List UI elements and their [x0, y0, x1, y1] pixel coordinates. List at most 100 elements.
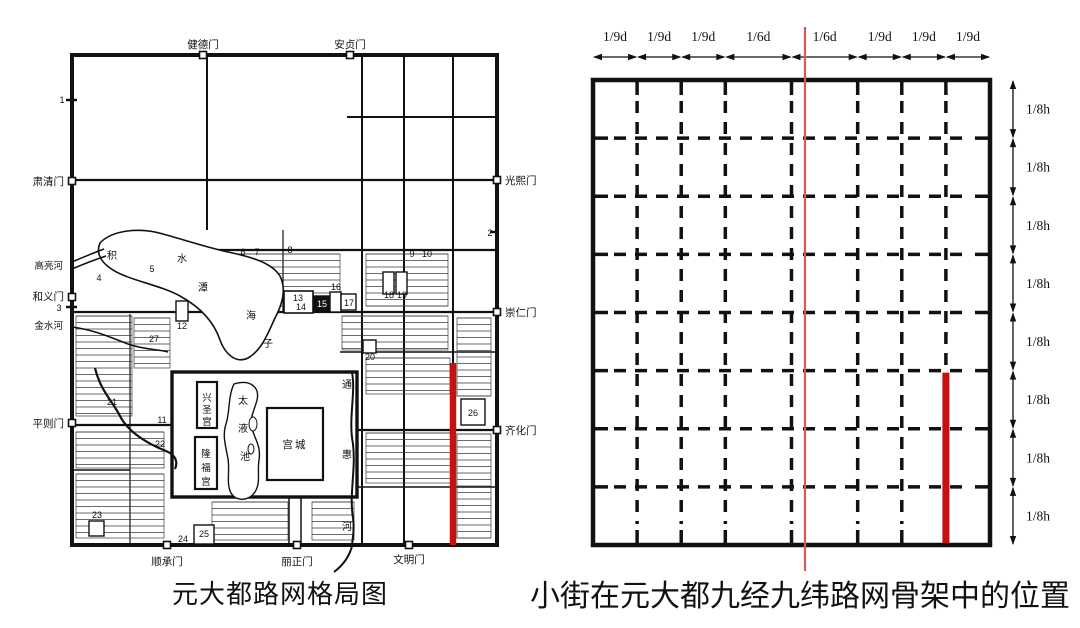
gate-label: 光熙门 — [505, 174, 537, 187]
site-number: 23 — [92, 510, 102, 520]
arrowhead-right — [936, 53, 946, 61]
gate-label: 丽正门 — [281, 555, 313, 568]
parcel-outline — [341, 315, 449, 351]
arrowhead-left — [945, 53, 955, 61]
gate-marker — [404, 540, 414, 550]
parcel-outline — [211, 501, 289, 541]
site-box — [175, 300, 189, 322]
gate-label: 齐化门 — [505, 424, 537, 437]
arrowhead-up — [1009, 486, 1017, 496]
parcel-hatch — [75, 473, 165, 539]
site-number: 21 — [107, 397, 117, 407]
palace-宫城 — [265, 406, 325, 482]
site-box — [193, 524, 215, 545]
water-label: 池 — [240, 450, 250, 463]
gate-marker — [67, 292, 77, 302]
gate-marker — [67, 176, 77, 186]
water-label: 水 — [177, 253, 187, 265]
arrowhead-down — [1009, 536, 1017, 545]
site-number: 8 — [287, 245, 292, 255]
parcel-hatch — [365, 432, 453, 484]
left-map-caption: 元大都路网格局图 — [171, 579, 388, 609]
dimension-label-side: 1/8h — [1026, 160, 1050, 175]
dimension-label-side: 1/8h — [1026, 392, 1050, 407]
water-label: 惠 — [342, 448, 352, 461]
parcel-hatch — [456, 317, 492, 397]
arrowhead-up — [1009, 138, 1017, 148]
parcel-outline — [456, 433, 492, 539]
gate-marker — [292, 540, 302, 550]
site-number: 2 — [487, 228, 492, 238]
site-number: 5 — [149, 264, 154, 274]
river-label: 金水河 — [34, 320, 63, 332]
site-number: 3 — [56, 303, 61, 313]
parcel-hatch — [365, 357, 451, 395]
site-number: 15 — [317, 299, 327, 309]
dimension-label-side: 1/8h — [1026, 508, 1050, 523]
water-label: 积 — [107, 250, 117, 262]
arrowhead-down — [1009, 361, 1017, 371]
dimension-label-side: 1/8h — [1026, 450, 1050, 465]
dimension-label-top: 1/9d — [912, 29, 936, 44]
dimension-label-side: 1/8h — [1026, 276, 1050, 291]
palace-label: 圣 — [202, 405, 212, 416]
parcel-outline — [365, 253, 449, 307]
gaoliang-river-1 — [71, 248, 105, 263]
site-number: 25 — [199, 529, 209, 539]
parcel-hatch — [311, 501, 355, 541]
arrowhead-right — [672, 53, 682, 61]
dimension-label-top: 1/6d — [813, 29, 837, 44]
water-label: 河 — [342, 521, 352, 533]
site-number: 1 — [59, 95, 64, 105]
lake-jishuitan — [97, 229, 285, 361]
palace-label: 兴 — [202, 393, 212, 404]
arrowhead-right — [848, 53, 858, 61]
site-number: 18 — [384, 290, 394, 300]
parcel-hatch — [456, 433, 492, 539]
arrowhead-down — [1009, 245, 1017, 255]
arrowhead-down — [1009, 129, 1017, 139]
palace-label: 宫城 — [283, 438, 308, 451]
palace-label: 福 — [201, 462, 211, 474]
palace-兴圣宫 — [195, 380, 219, 430]
dimension-label-top: 1/9d — [691, 29, 715, 44]
palace-隆福宫 — [193, 435, 219, 491]
site-box — [460, 398, 486, 426]
water-label: 潭 — [198, 282, 208, 294]
parcel-hatch — [133, 317, 171, 369]
site-number: 19 — [397, 290, 407, 300]
site-box — [362, 339, 377, 354]
water-label: 太 — [238, 394, 248, 407]
arrowhead-left — [637, 53, 647, 61]
site-number: 22 — [155, 439, 165, 449]
water-label: 海 — [246, 309, 256, 322]
arrowhead-up — [1009, 196, 1017, 206]
gate-label: 肃清门 — [33, 175, 65, 188]
gate-marker — [162, 540, 172, 550]
arrowhead-left — [681, 53, 691, 61]
lake-island — [247, 443, 255, 455]
lake-taiyechi — [223, 381, 261, 500]
arrowhead-right — [716, 53, 726, 61]
dimension-label-side: 1/8h — [1026, 334, 1050, 349]
site-box — [283, 290, 314, 314]
arrowhead-left — [725, 53, 735, 61]
arrowhead-left — [791, 53, 801, 61]
gate-label: 文明门 — [393, 553, 425, 566]
gate-label: 和义门 — [33, 290, 65, 303]
site-number: 11 — [157, 415, 166, 425]
gate-label: 平则门 — [33, 417, 65, 430]
parcel-outline — [456, 317, 492, 397]
arrowhead-up — [1009, 428, 1017, 438]
gate-label: 安贞门 — [334, 38, 366, 51]
dimension-label-top: 1/9d — [647, 29, 671, 44]
palace-label: 宫 — [201, 476, 211, 488]
site-box — [88, 520, 105, 537]
site-box — [395, 271, 408, 295]
gate-marker — [345, 50, 355, 60]
arrowhead-down — [1009, 303, 1017, 313]
arrowhead-right — [981, 53, 990, 61]
arrowhead-down — [1009, 419, 1017, 429]
